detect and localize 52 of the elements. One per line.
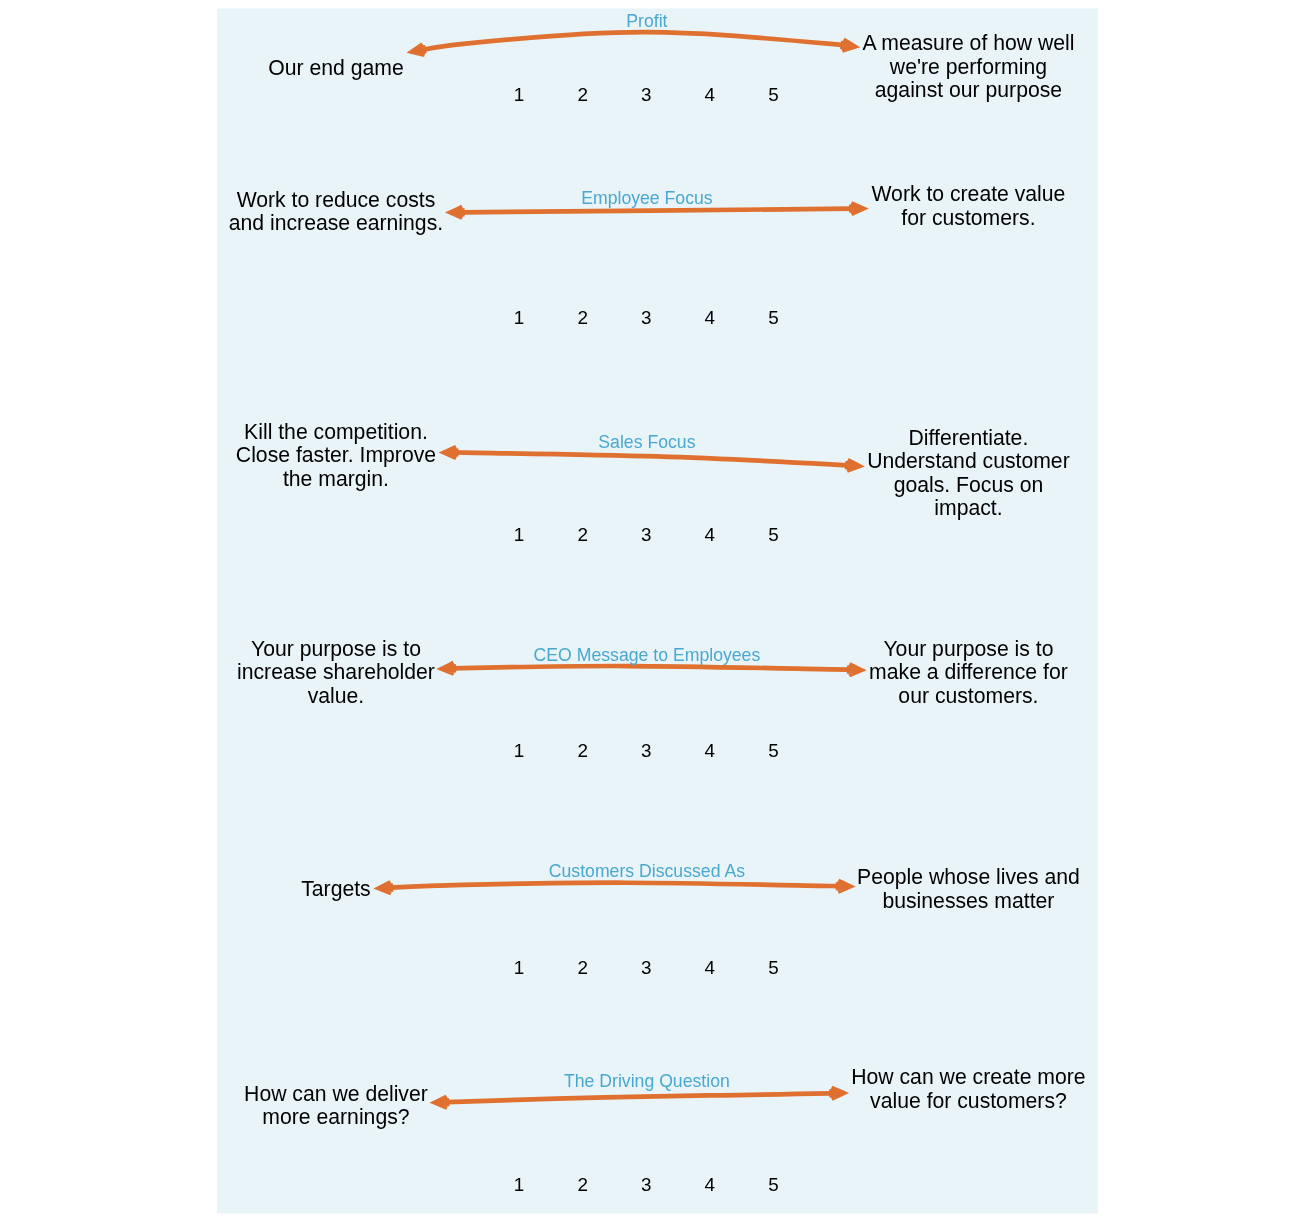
label: 2	[576, 306, 588, 328]
label: 1	[513, 1173, 524, 1195]
node-text: A measure of how well we're performing against our purpose	[861, 31, 1074, 102]
label: 2	[576, 1173, 588, 1195]
label: 5	[767, 84, 779, 106]
arrow	[447, 201, 866, 220]
edge-label: Customers Discussed As	[548, 860, 745, 881]
node-text: Work to create value for customers.	[870, 182, 1065, 229]
edge-label: Employee Focus	[580, 188, 713, 209]
label: 1	[513, 957, 524, 979]
label: 1	[513, 306, 524, 328]
arrow	[438, 660, 864, 678]
label: 2	[576, 740, 588, 762]
label: 4	[704, 306, 715, 328]
label: 4	[704, 1173, 715, 1195]
label: 2	[576, 957, 588, 979]
label: 3	[640, 84, 651, 106]
label: 5	[767, 1173, 779, 1195]
node-text: Your purpose is to increase shareholder value.	[236, 636, 435, 707]
label: 3	[640, 523, 651, 545]
arrow	[408, 29, 857, 58]
node-text: Targets	[300, 876, 371, 900]
edge-label: Profit	[625, 11, 668, 32]
edge-label: CEO Message to Employees	[533, 645, 760, 666]
label: 5	[767, 306, 779, 328]
label: 5	[767, 740, 779, 762]
label: 1	[513, 84, 524, 106]
node-text: Your purpose is to make a difference for our customers.	[868, 636, 1068, 707]
label: 5	[767, 957, 779, 979]
label: 3	[640, 306, 651, 328]
label: 2	[576, 523, 588, 545]
label: 3	[640, 957, 651, 979]
label: 4	[704, 957, 715, 979]
node-text: Our end game	[267, 55, 404, 79]
label: 5	[767, 523, 779, 545]
edge-label: The Driving Question	[563, 1071, 730, 1092]
label: 3	[640, 740, 651, 762]
label: 1	[513, 523, 524, 545]
node-text: People whose lives and businesses matter	[856, 865, 1080, 912]
label: 4	[704, 84, 715, 106]
label: 4	[704, 740, 715, 762]
arrow	[432, 1085, 846, 1110]
node-text: Work to reduce costs and increase earnings.	[228, 187, 443, 235]
node-text: Kill the competition. Close faster. Improve the margin.	[235, 419, 436, 491]
label: 2	[576, 84, 588, 106]
label: 1	[513, 740, 524, 762]
node-text: Differentiate. Understand customer goals. Focus on impact.	[866, 425, 1070, 520]
label: 3	[640, 1173, 651, 1195]
node-text: How can we deliver more earnings?	[243, 1081, 428, 1129]
label: 4	[704, 523, 715, 545]
node-text: How can we create more value for customers?	[850, 1065, 1086, 1112]
edge-label: Sales Focus	[597, 431, 695, 452]
